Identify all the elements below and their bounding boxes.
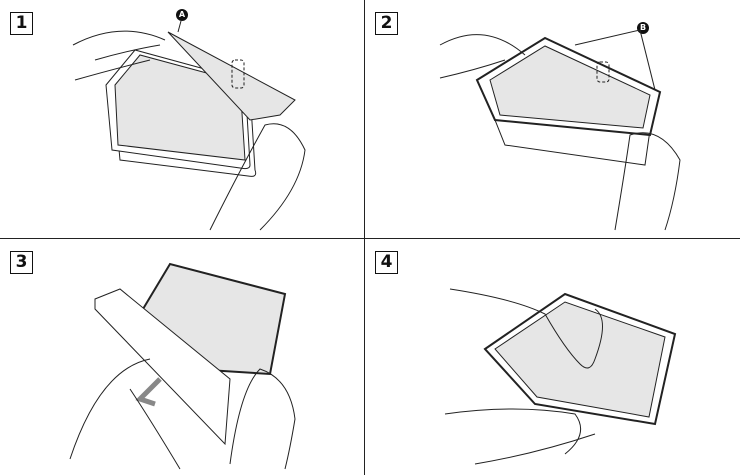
callout-label: A <box>176 9 188 21</box>
protective-film <box>494 301 666 418</box>
step-1-panel: 1 A <box>0 0 364 237</box>
right-hand <box>229 368 296 470</box>
peel-direction-arrow <box>135 377 162 407</box>
protective-film <box>114 54 246 161</box>
camera-area <box>231 59 245 89</box>
callout-line <box>639 29 656 91</box>
horizontal-divider <box>0 238 740 239</box>
step-4-illustration <box>444 288 677 465</box>
left-hand <box>439 34 526 79</box>
bottom-hand <box>444 408 596 465</box>
left-hand <box>72 30 166 81</box>
step-1-illustration <box>72 20 306 231</box>
callout-line <box>574 29 641 46</box>
left-hand <box>69 358 181 470</box>
callout-line <box>177 20 182 33</box>
step-2-illustration <box>439 29 681 231</box>
step-number: 4 <box>375 251 398 274</box>
step-3-panel: 3 <box>0 239 364 476</box>
camera-area <box>596 61 610 83</box>
vertical-divider <box>364 0 365 475</box>
step-3-illustration <box>69 262 296 470</box>
step-number: 2 <box>375 12 398 35</box>
protective-film <box>489 45 651 129</box>
step-number: 1 <box>10 12 33 35</box>
step-4-panel: 4 <box>365 239 729 476</box>
step-2-panel: 2 B <box>365 0 729 237</box>
right-hand <box>614 132 681 231</box>
tablet-back <box>113 60 257 177</box>
pressing-hand <box>449 288 603 369</box>
peeled-film <box>94 288 231 446</box>
right-hand <box>209 123 306 231</box>
step-number: 3 <box>10 251 33 274</box>
